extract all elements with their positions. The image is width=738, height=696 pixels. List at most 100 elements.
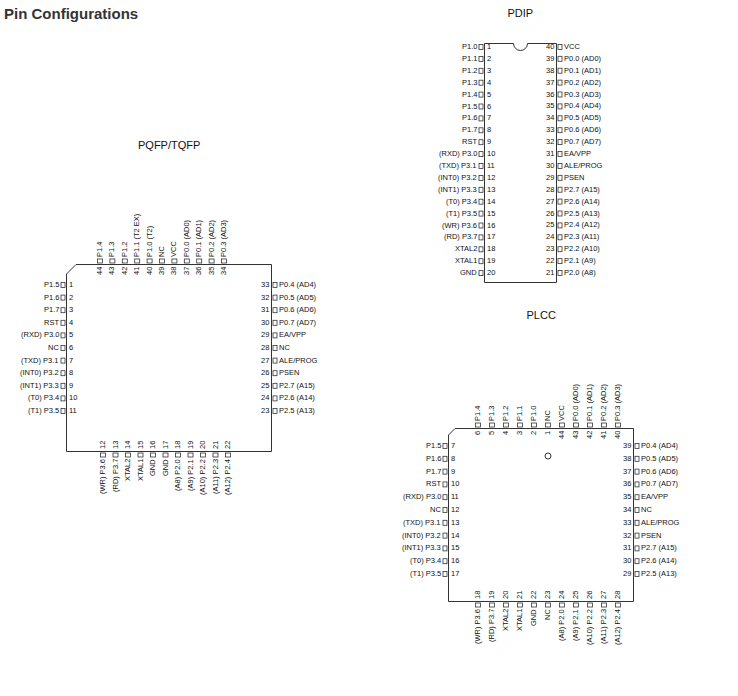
pin-lead — [273, 295, 277, 300]
pin-lead — [273, 396, 277, 401]
pin-number: 15 — [487, 210, 495, 218]
pin-lead — [558, 44, 562, 49]
pin-name: NC — [430, 506, 441, 514]
pin-name: P2.6 (A14) — [641, 557, 677, 565]
pin-lead — [635, 508, 639, 513]
pin-number: 31 — [623, 544, 631, 552]
pin-name: P1.7 — [44, 306, 59, 314]
pin-number: 21 — [516, 591, 524, 599]
pin-name: NC — [158, 246, 166, 257]
pin-name: P0.4 (AD4) — [564, 102, 601, 110]
pin-name: P1.0 — [462, 43, 477, 51]
pin-number: 35 — [623, 493, 631, 501]
pin-lead — [61, 371, 65, 376]
pin-lead — [635, 444, 639, 449]
pin-name: (INT0) P3.2 — [20, 369, 59, 377]
pin-name: P1.2 — [121, 242, 129, 257]
pin-name: P0.6 (AD6) — [564, 126, 601, 134]
pin-lead — [479, 68, 483, 73]
pin-lead — [635, 546, 639, 551]
pin-lead — [635, 520, 639, 525]
pin-number: 5 — [69, 331, 73, 339]
pin-name: P1.7 — [426, 468, 441, 476]
pin-name: (A9) P2.1 — [187, 459, 195, 491]
pin-number: 21 — [212, 441, 220, 449]
pin-lead — [443, 533, 447, 538]
pin-name: RST — [44, 319, 59, 327]
pin-number: 15 — [137, 441, 145, 449]
pin-name: P0.3 (AD3) — [220, 220, 228, 257]
pin-number: 4 — [69, 319, 73, 327]
pin-lead — [532, 603, 537, 607]
pin-number: 18 — [174, 441, 182, 449]
pin-number: 9 — [69, 382, 73, 390]
pin-number: 7 — [487, 114, 491, 122]
pin-number: 35 — [208, 267, 216, 275]
pin-lead — [560, 603, 565, 607]
pin-lead — [616, 603, 621, 607]
pin-name: XTAL1 — [455, 257, 477, 265]
package-name: PLCC — [527, 310, 556, 321]
pin-name: ALE/PROG — [564, 162, 602, 170]
pin-name: P0.3 (AD3) — [614, 384, 622, 421]
pin-name: (INT1) P3.3 — [402, 544, 441, 552]
pin-number: 11 — [69, 407, 77, 415]
pin-number: 35 — [546, 102, 554, 110]
pin-lead — [443, 469, 447, 474]
pin-lead — [635, 456, 639, 461]
pin-lead — [479, 164, 483, 169]
pin-lead — [479, 92, 483, 97]
pin-number: 44 — [558, 431, 566, 439]
pin-number: 16 — [451, 557, 459, 565]
pin-number: 38 — [170, 267, 178, 275]
pin-name: P1.6 — [426, 455, 441, 463]
pin-name: XTAL1 — [516, 609, 524, 631]
pin-lead — [98, 259, 103, 263]
pin-name: P1.3 — [488, 406, 496, 421]
pin-name: EA/VPP — [564, 150, 591, 158]
pin-lead — [443, 495, 447, 500]
pin-lead — [479, 271, 483, 276]
pin-number: 24 — [546, 233, 554, 241]
pin-name: P1.0 — [530, 406, 538, 421]
pin-name: P2.6 (A14) — [279, 394, 315, 402]
pin-number: 40 — [146, 267, 154, 275]
pin-name: P1.4 — [474, 406, 482, 421]
pin-name: P0.0 (AD0) — [572, 384, 580, 421]
pin-lead — [479, 80, 483, 85]
pin-lead — [135, 259, 140, 263]
pin-lead — [558, 199, 562, 204]
pin-name: XTAL2 — [455, 245, 477, 253]
pin-name: P0.4 (AD4) — [641, 442, 678, 450]
pin-lead — [184, 259, 189, 263]
pin-name: (RD) P3.7 — [488, 609, 496, 642]
pin-number: 20 — [502, 591, 510, 599]
pin-number: 14 — [124, 441, 132, 449]
pin-lead — [635, 559, 639, 564]
pin-lead — [560, 423, 565, 427]
pin-name: (A11) P2.3 — [212, 459, 220, 494]
pin-lead — [61, 346, 65, 351]
pin-lead — [61, 308, 65, 313]
pin-name: ALE/PROG — [641, 519, 679, 527]
pin-name: P2.2 (A10) — [564, 245, 600, 253]
pin-name: P0.6 (AD6) — [641, 468, 678, 476]
pin-number: 32 — [623, 532, 631, 540]
pin-lead — [558, 128, 562, 133]
pin-lead — [479, 223, 483, 228]
pin-lead — [273, 358, 277, 363]
pin-number: 30 — [546, 162, 554, 170]
pin-number: 36 — [623, 480, 631, 488]
pin-number: 7 — [451, 442, 455, 450]
chip-package: PLCC — [448, 428, 634, 602]
pin-lead — [479, 104, 483, 109]
pin-name: P0.6 (AD6) — [279, 306, 316, 314]
pin-name: (T0) P3.4 — [410, 557, 441, 565]
package-body — [67, 265, 272, 452]
pin-number: 34 — [546, 114, 554, 122]
pin-lead — [209, 259, 214, 263]
pin-name: (A9) P2.1 — [572, 609, 580, 641]
pin-number: 19 — [487, 257, 495, 265]
pin-name: P0.1 (AD1) — [586, 384, 594, 421]
pin-lead — [222, 259, 227, 263]
